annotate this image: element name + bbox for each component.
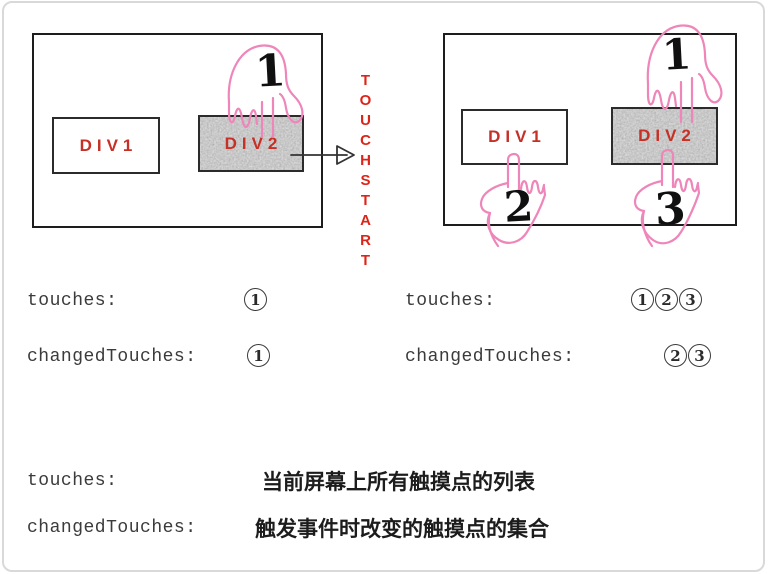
touch-id-badge: 2: [655, 288, 678, 311]
before-div1-box: DIV1: [52, 117, 160, 174]
touch-id-badge: 3: [679, 288, 702, 311]
touch-id-badge: 1: [247, 344, 270, 367]
changed-touches-label-after: changedTouches:: [405, 347, 575, 367]
changed-touches-ids-after: 2 3: [664, 344, 711, 367]
touches-label-before: touches:: [27, 291, 118, 311]
after-div1-label: DIV1: [488, 127, 546, 146]
touch-id-1-after: 1: [660, 29, 693, 80]
before-div1-label: DIV1: [79, 135, 138, 155]
arrow-right-icon: [290, 145, 355, 165]
touch-id-3-after: 3: [653, 183, 687, 236]
touch-id-badge: 1: [631, 288, 654, 311]
after-div1-box: DIV1: [461, 109, 568, 165]
legend-touches-label: touches:: [27, 471, 118, 491]
touches-ids-after: 1 2 3: [631, 288, 702, 311]
legend-changed-touches-label: changedTouches:: [27, 518, 197, 538]
changed-touches-ids-before: 1: [247, 344, 270, 367]
legend-touches-description: 当前屏幕上所有触摸点的列表: [262, 470, 535, 494]
touch-id-badge: 2: [664, 344, 687, 367]
changed-touches-label-before: changedTouches:: [27, 347, 197, 367]
touches-label-after: touches:: [405, 291, 496, 311]
touch-id-badge: 1: [244, 288, 267, 311]
touches-ids-before: 1: [244, 288, 267, 311]
before-div2-label: DIV2: [224, 133, 283, 153]
touch-id-badge: 3: [688, 344, 711, 367]
legend-changed-touches-description: 触发事件时改变的触摸点的集合: [255, 517, 549, 541]
touchstart-event-label: TOUCHSTART: [357, 72, 374, 272]
after-div2-label: DIV2: [638, 126, 696, 145]
after-div2-box: DIV2: [611, 107, 718, 165]
touch-id-1-before: 1: [253, 45, 287, 98]
touch-id-2-after: 2: [502, 181, 535, 232]
